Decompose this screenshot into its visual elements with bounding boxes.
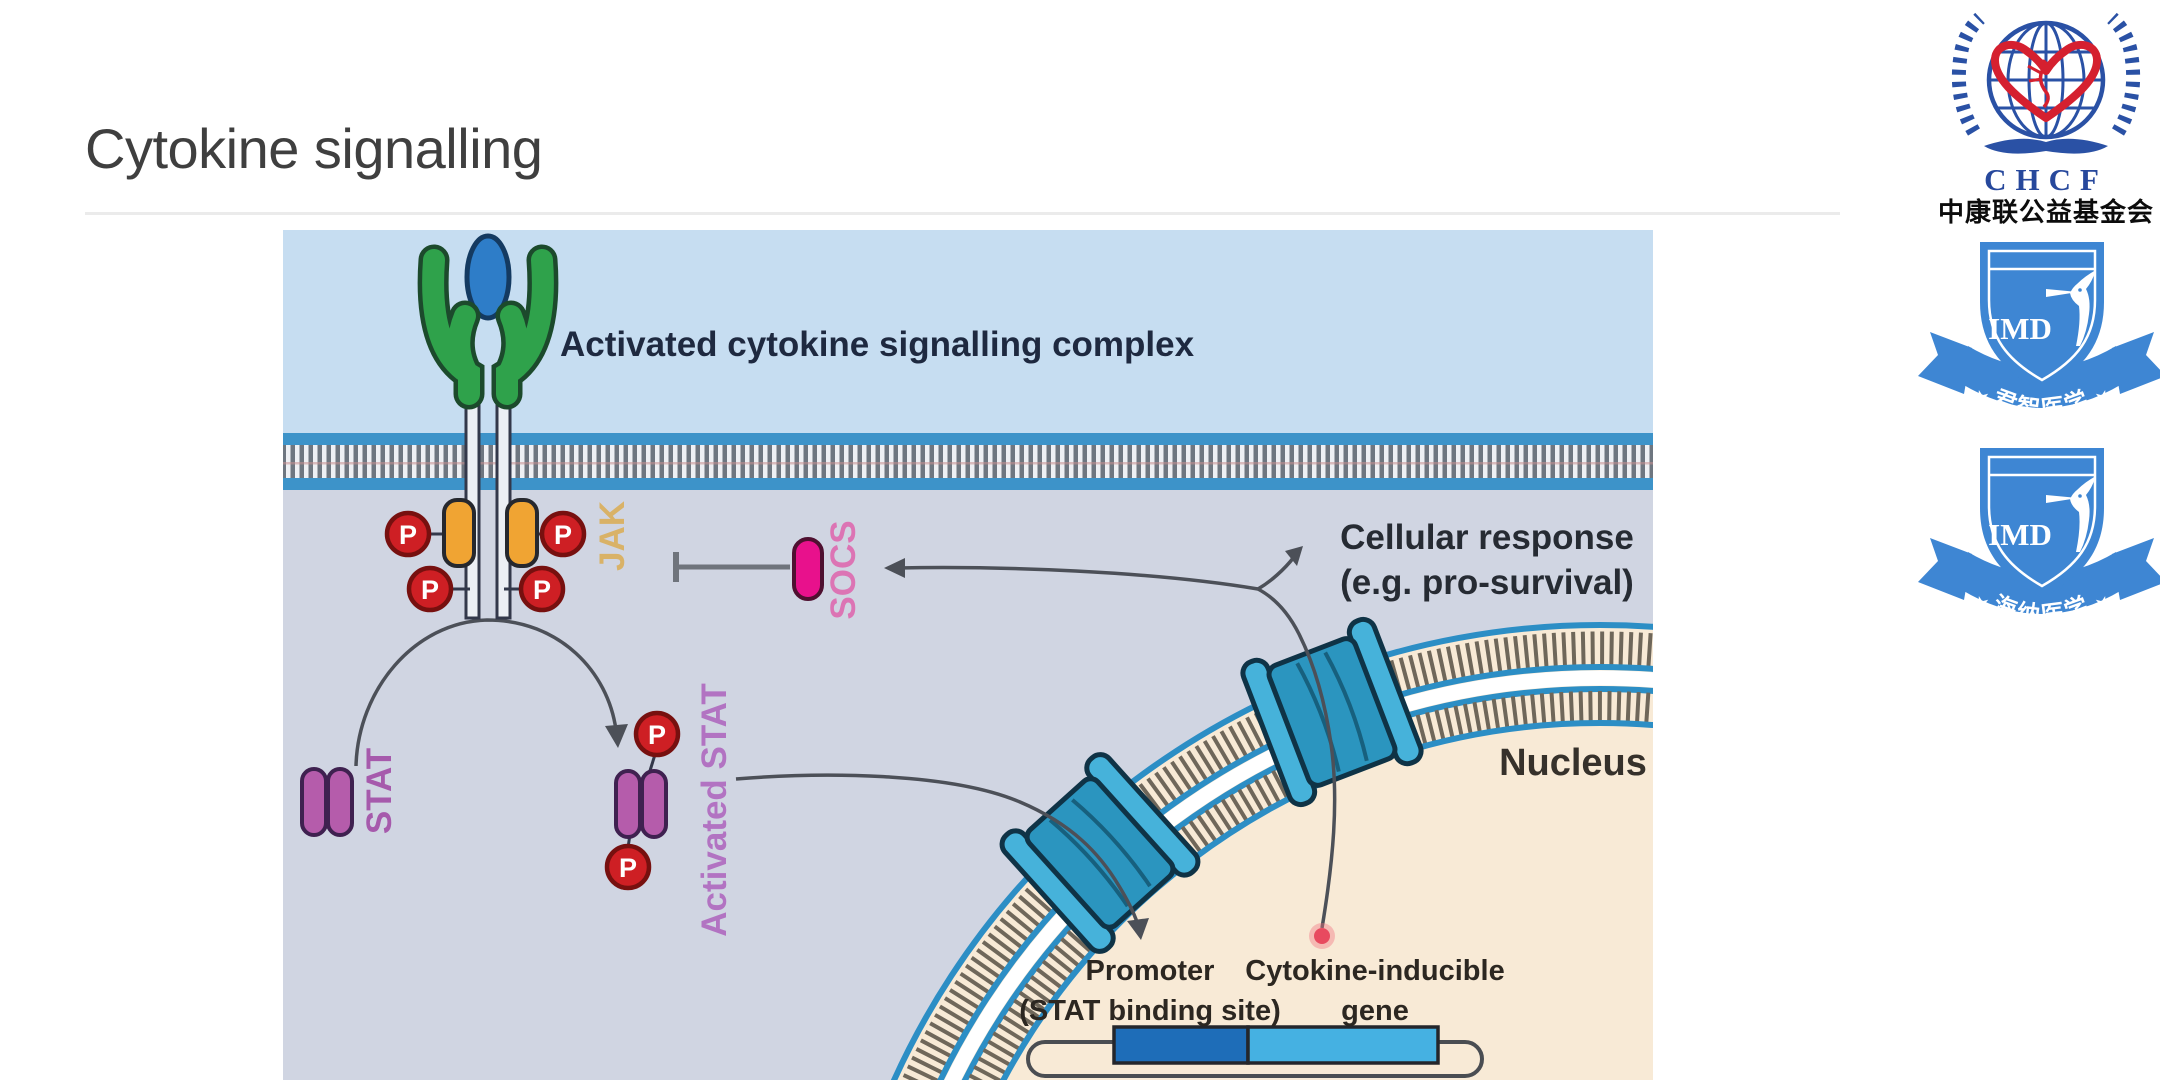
promoter-bar [1112, 1025, 1250, 1065]
receptor-chains [422, 249, 554, 405]
heart-icon [1991, 40, 2101, 122]
stat-label: STAT [360, 748, 399, 834]
stat-activation-arrow [354, 618, 618, 767]
fairy-icon [2027, 59, 2050, 109]
bird-icon [2046, 476, 2096, 552]
socs-protein [792, 537, 824, 601]
svg-text:(STAT binding site): (STAT binding site) [1019, 995, 1281, 1027]
bird-icon [2046, 270, 2096, 346]
imd-abbr: IMD [1988, 517, 2052, 552]
svg-text:gene: gene [1341, 995, 1409, 1027]
phosphate: P [604, 843, 652, 891]
nucleus-region [890, 622, 1653, 1080]
phosphate: P [539, 510, 587, 558]
shield-border [1987, 455, 2097, 588]
nucleus-label: Nucleus [1499, 742, 1647, 784]
activated-stat-label: Activated STAT [695, 683, 734, 936]
jak-label: JAK [593, 501, 632, 571]
chcf-logo: CHCF 中康联公益基金会 [1938, 12, 2154, 227]
phosphate-group: P P P P P P [384, 510, 681, 891]
gene-bar [1246, 1025, 1440, 1065]
cellular-response-label: Cellular response (e.g. pro-survival) [1340, 518, 1634, 602]
cytokine-ligand [464, 233, 512, 321]
imd-abbr: IMD [1988, 311, 2052, 346]
svg-text:Cytokine-inducible: Cytokine-inducible [1245, 955, 1504, 987]
ribbon-flag-right [2112, 332, 2160, 394]
imd-logo-bottom: IMD ★ ★ 海纳医学 [1918, 448, 2160, 628]
svg-text:Promoter: Promoter [1086, 955, 1215, 987]
laurel-base-icon [1984, 138, 2108, 154]
imd-shield [1980, 448, 2104, 598]
svg-text:P: P [421, 575, 439, 605]
stat-to-promoter-arrow [735, 773, 1141, 929]
signal-paths [354, 555, 1337, 929]
laurel-icon [1951, 12, 2141, 136]
inhibition-tbar [673, 552, 790, 582]
nuclear-pore-1 [999, 752, 1201, 954]
svg-text:P: P [619, 853, 637, 883]
svg-text:P: P [533, 575, 551, 605]
cellular-response-arrow [1257, 555, 1296, 591]
imd-shield [1980, 242, 2104, 392]
svg-text:P: P [554, 520, 572, 550]
transcription-dot [1314, 928, 1330, 944]
activated-stat-dimer [614, 769, 668, 839]
gene-label: Cytokine-inducible gene [1245, 955, 1504, 1027]
chcf-acronym: CHCF [1984, 162, 2108, 197]
ribbon-flag-right [2112, 538, 2160, 600]
socs-label: SOCS [824, 520, 863, 619]
phosphate: P [633, 710, 681, 758]
phosphate: P [518, 565, 566, 613]
ribbon-flag-left [1918, 538, 1972, 600]
arrowheads [605, 546, 1303, 940]
jak-kinase-left [442, 498, 476, 568]
chcf-name: 中康联公益基金会 [1938, 197, 2154, 227]
svg-text:P: P [399, 520, 417, 550]
svg-text:(e.g. pro-survival): (e.g. pro-survival) [1340, 563, 1634, 602]
jak-kinase-right [505, 498, 539, 568]
nuclear-envelope-inner [967, 691, 1653, 1080]
imd-logo-top: IMD ★ ★ 君智医学 [1918, 242, 2160, 422]
promoter-label: Promoter (STAT binding site) [1019, 955, 1281, 1027]
page-title: Cytokine signalling [85, 117, 543, 180]
svg-text:Cellular response: Cellular response [1340, 518, 1634, 557]
ribbon-flag-left [1918, 332, 1972, 394]
phosphate: P [384, 510, 432, 558]
title-divider [85, 212, 1840, 215]
stat-dimer [300, 767, 354, 837]
plasma-membrane [283, 433, 1653, 490]
figure-panel: P P P P P P Activated cytokine signallin… [283, 230, 1653, 1080]
svg-text:P: P [648, 720, 666, 750]
complex-label: Activated cytokine signalling complex [560, 325, 1195, 364]
gene-output-path [1257, 587, 1337, 929]
socs-feedback-arrow [896, 565, 1259, 591]
phosphate: P [406, 565, 454, 613]
shield-border [1987, 249, 2097, 382]
